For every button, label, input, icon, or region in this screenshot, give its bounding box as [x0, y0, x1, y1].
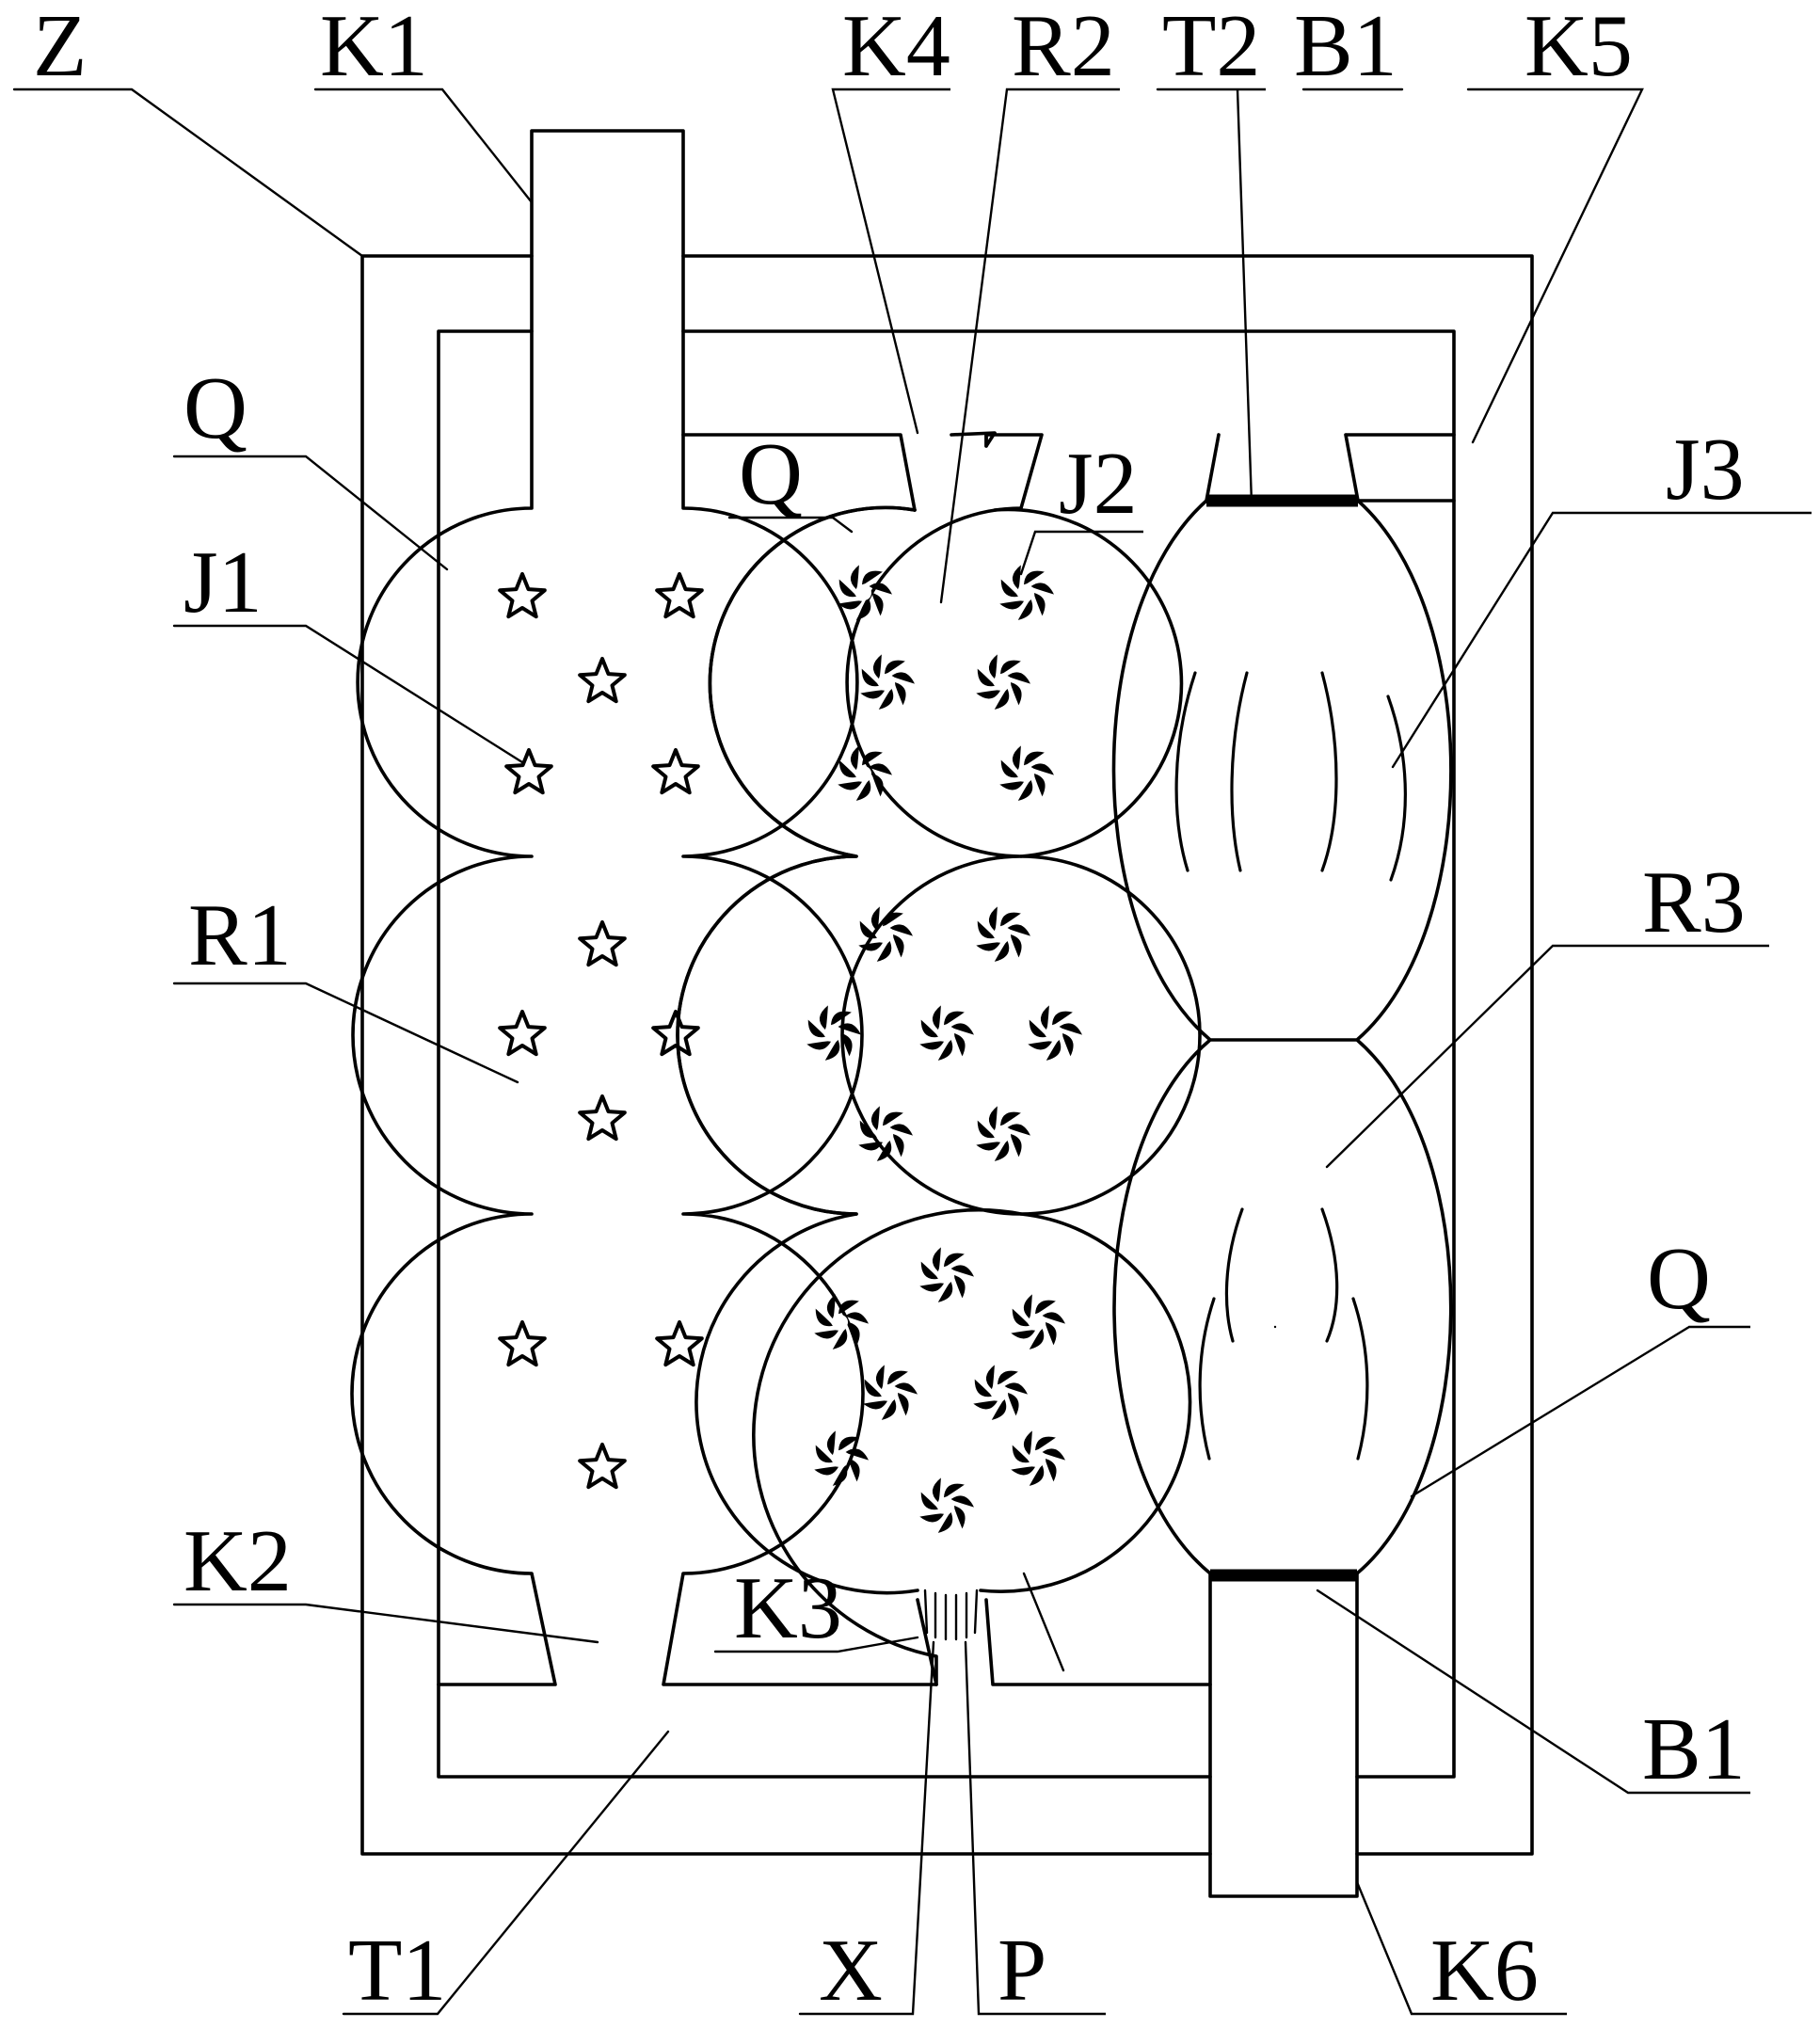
arc-fiber-icon — [1320, 671, 1338, 872]
label-k1: K1 — [320, 0, 428, 95]
arc-fiber-icon — [1174, 671, 1197, 872]
label-j1: J1 — [184, 534, 263, 631]
labels: Z K1 K4 R2 T2 B1 K5 Q Q J2 J3 J1 R1 R3 Q… — [33, 0, 1746, 2020]
star-particle-icon — [651, 1010, 700, 1057]
swirl-particle-icon — [858, 906, 913, 962]
swirl-particle-icon — [976, 1106, 1030, 1161]
arc-fiber-icon — [1320, 1207, 1339, 1343]
particle-group-j2 — [806, 565, 1082, 1533]
swirl-particle-icon — [858, 1106, 913, 1161]
outer-frame-z — [360, 254, 1534, 1856]
label-r3: R3 — [1642, 854, 1746, 951]
label-r2: R2 — [1012, 0, 1115, 95]
label-q-middle: Q — [739, 425, 803, 523]
swirl-particle-icon — [919, 1005, 974, 1061]
star-particle-icon — [578, 657, 627, 704]
swirl-particle-icon — [838, 565, 892, 620]
star-particle-icon — [498, 1320, 547, 1367]
swirl-particle-icon — [1011, 1294, 1065, 1349]
arc-fiber-icon — [1224, 1207, 1244, 1343]
star-particle-icon — [498, 1010, 547, 1057]
star-particle-icon — [655, 572, 704, 619]
k3-outlet-wall — [916, 1598, 938, 1686]
swirl-particle-icon — [860, 654, 915, 710]
label-q-left: Q — [184, 359, 247, 457]
label-b1-bottom: B1 — [1642, 1701, 1746, 1798]
label-j2: J2 — [1059, 435, 1138, 533]
label-q-right: Q — [1647, 1230, 1711, 1328]
star-particle-icon — [651, 748, 700, 795]
swirl-particle-icon — [806, 1005, 861, 1061]
swirl-particle-icon — [976, 654, 1030, 710]
swirl-particle-icon — [814, 1430, 869, 1486]
swirl-particle-icon — [838, 745, 892, 801]
label-p: P — [998, 1922, 1046, 2020]
arc-fiber-icon — [1230, 671, 1249, 872]
outlet-pipe-k6 — [1208, 1572, 1359, 1898]
swirl-particle-icon — [814, 1294, 869, 1349]
star-particle-icon — [498, 572, 547, 619]
label-k6: K6 — [1430, 1922, 1539, 2020]
label-k3: K3 — [734, 1559, 842, 1657]
label-k2: K2 — [184, 1512, 292, 1610]
arc-fiber-icon — [1351, 1297, 1369, 1461]
swirl-particle-icon — [973, 1365, 1028, 1420]
swirl-particle-icon — [919, 1477, 974, 1533]
inner-frame — [437, 329, 1456, 1779]
k4-channel — [681, 433, 988, 512]
swirl-particle-icon — [1011, 1430, 1065, 1486]
swirl-particle-icon — [999, 745, 1054, 801]
swirl-particle-icon — [999, 565, 1054, 620]
star-particle-icon — [578, 1094, 627, 1142]
label-b1-top: B1 — [1294, 0, 1397, 95]
label-z: Z — [33, 0, 87, 95]
particle-group-j1 — [498, 572, 704, 1490]
label-k4: K4 — [842, 0, 950, 95]
star-particle-icon — [504, 748, 553, 795]
arc-fiber-icon — [1386, 695, 1407, 882]
label-t2: T2 — [1162, 0, 1260, 95]
star-particle-icon — [655, 1320, 704, 1367]
swirl-particle-icon — [919, 1247, 974, 1302]
label-j3: J3 — [1666, 421, 1745, 519]
fiber-group-j3 — [1174, 671, 1407, 1461]
chamber-r1-wall — [350, 129, 1044, 1686]
filter-bristles-x — [923, 1589, 979, 1641]
star-particle-icon — [578, 920, 627, 967]
label-k5: K5 — [1525, 0, 1633, 95]
swirl-particle-icon — [1028, 1005, 1082, 1061]
arc-fiber-icon — [1198, 1297, 1216, 1461]
chamber-r3-wall — [1111, 499, 1453, 1575]
swirl-particle-icon — [976, 906, 1030, 962]
leader-lines — [12, 88, 1812, 2016]
label-t1: T1 — [348, 1922, 446, 2020]
k5-channel — [1205, 433, 1456, 503]
label-x: X — [819, 1922, 883, 2020]
label-r1: R1 — [188, 886, 292, 984]
star-particle-icon — [578, 1443, 627, 1490]
swirl-particle-icon — [863, 1365, 918, 1420]
